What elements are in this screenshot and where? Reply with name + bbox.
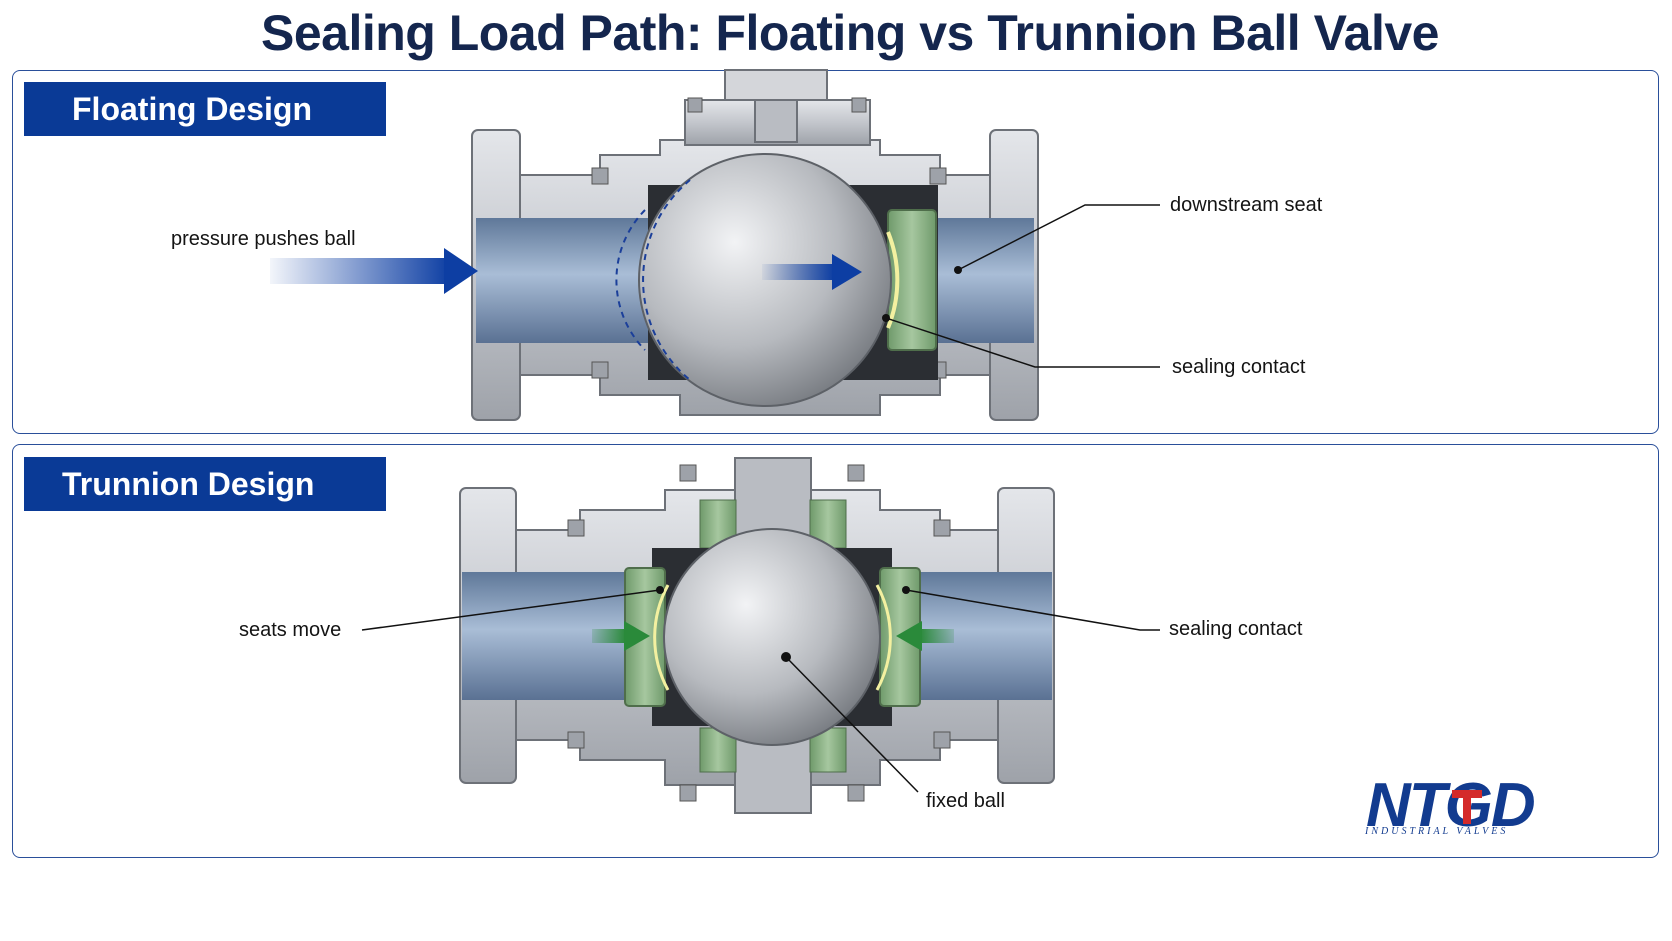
bolt xyxy=(929,167,947,185)
ntgd-logo: NTGD xyxy=(1366,771,1537,840)
page-title: Sealing Load Path: Floating vs Trunnion … xyxy=(261,5,1439,61)
bolt xyxy=(679,784,697,802)
leader-seats-move xyxy=(361,589,661,631)
leader-trunnion-sealing-contact xyxy=(905,589,1160,631)
trunnion-design-badge: Trunnion Design xyxy=(24,457,386,511)
bolt xyxy=(591,361,609,379)
bolt xyxy=(847,464,865,482)
label-seats-move: seats move xyxy=(239,619,342,641)
bolt xyxy=(567,731,585,749)
floating-ball-push-arrow-shaft xyxy=(762,264,834,280)
bolt xyxy=(567,519,585,537)
bolt xyxy=(679,464,697,482)
bolt xyxy=(851,97,867,113)
label-downstream-seat: downstream seat xyxy=(1170,194,1323,216)
floating-design-badge: Floating Design xyxy=(24,82,386,136)
trunnion-valve xyxy=(361,457,1160,814)
label-trunnion-sealing-contact: sealing contact xyxy=(1169,618,1303,640)
floating-ball-displacement-outline xyxy=(615,209,646,351)
floating-valve xyxy=(270,69,1160,421)
brand-subtitle: INDUSTRIAL VALVES xyxy=(1365,826,1509,837)
trunnion-sealing-contact-glow xyxy=(653,584,670,691)
label-floating-sealing-contact: sealing contact xyxy=(1172,356,1306,378)
leader-downstream-seat xyxy=(957,204,1160,271)
floating-downstream-seat xyxy=(887,209,937,351)
bolt xyxy=(591,167,609,185)
trunnion-sealing-contact-glow xyxy=(875,584,892,691)
floating-pressure-arrow-head xyxy=(444,248,478,294)
leader-dot xyxy=(656,586,664,594)
trunnion-seat-arrow-left-shaft xyxy=(592,629,626,643)
floating-pressure-arrow-shaft xyxy=(270,258,450,284)
bolt xyxy=(687,97,703,113)
floating-ball-displacement-outline xyxy=(642,179,691,381)
floating-outlet-bore xyxy=(930,218,1034,343)
leader-dot xyxy=(954,266,962,274)
trunnion-ball xyxy=(663,528,881,746)
svg-text:NTGD: NTGD xyxy=(1366,771,1535,840)
trunnion-seat-arrow-right-shaft xyxy=(920,629,954,643)
floating-ball-push-arrow-head xyxy=(832,254,862,290)
bolt xyxy=(933,519,951,537)
bolt xyxy=(933,731,951,749)
floating-sealing-contact-glow xyxy=(886,231,900,329)
trunnion-seat-arrow-left-head xyxy=(624,621,650,651)
bolt xyxy=(847,784,865,802)
leader-sealing-contact xyxy=(885,317,1160,368)
label-pressure-pushes-ball: pressure pushes ball xyxy=(171,228,356,250)
leader-dot xyxy=(781,652,791,662)
leader-dot xyxy=(882,314,890,322)
trunnion-seat-arrow-right-head xyxy=(896,621,922,651)
floating-stem-cap xyxy=(724,69,828,101)
leader-fixed-ball xyxy=(785,656,919,793)
label-fixed-ball: fixed ball xyxy=(926,790,1005,812)
leader-dot xyxy=(902,586,910,594)
